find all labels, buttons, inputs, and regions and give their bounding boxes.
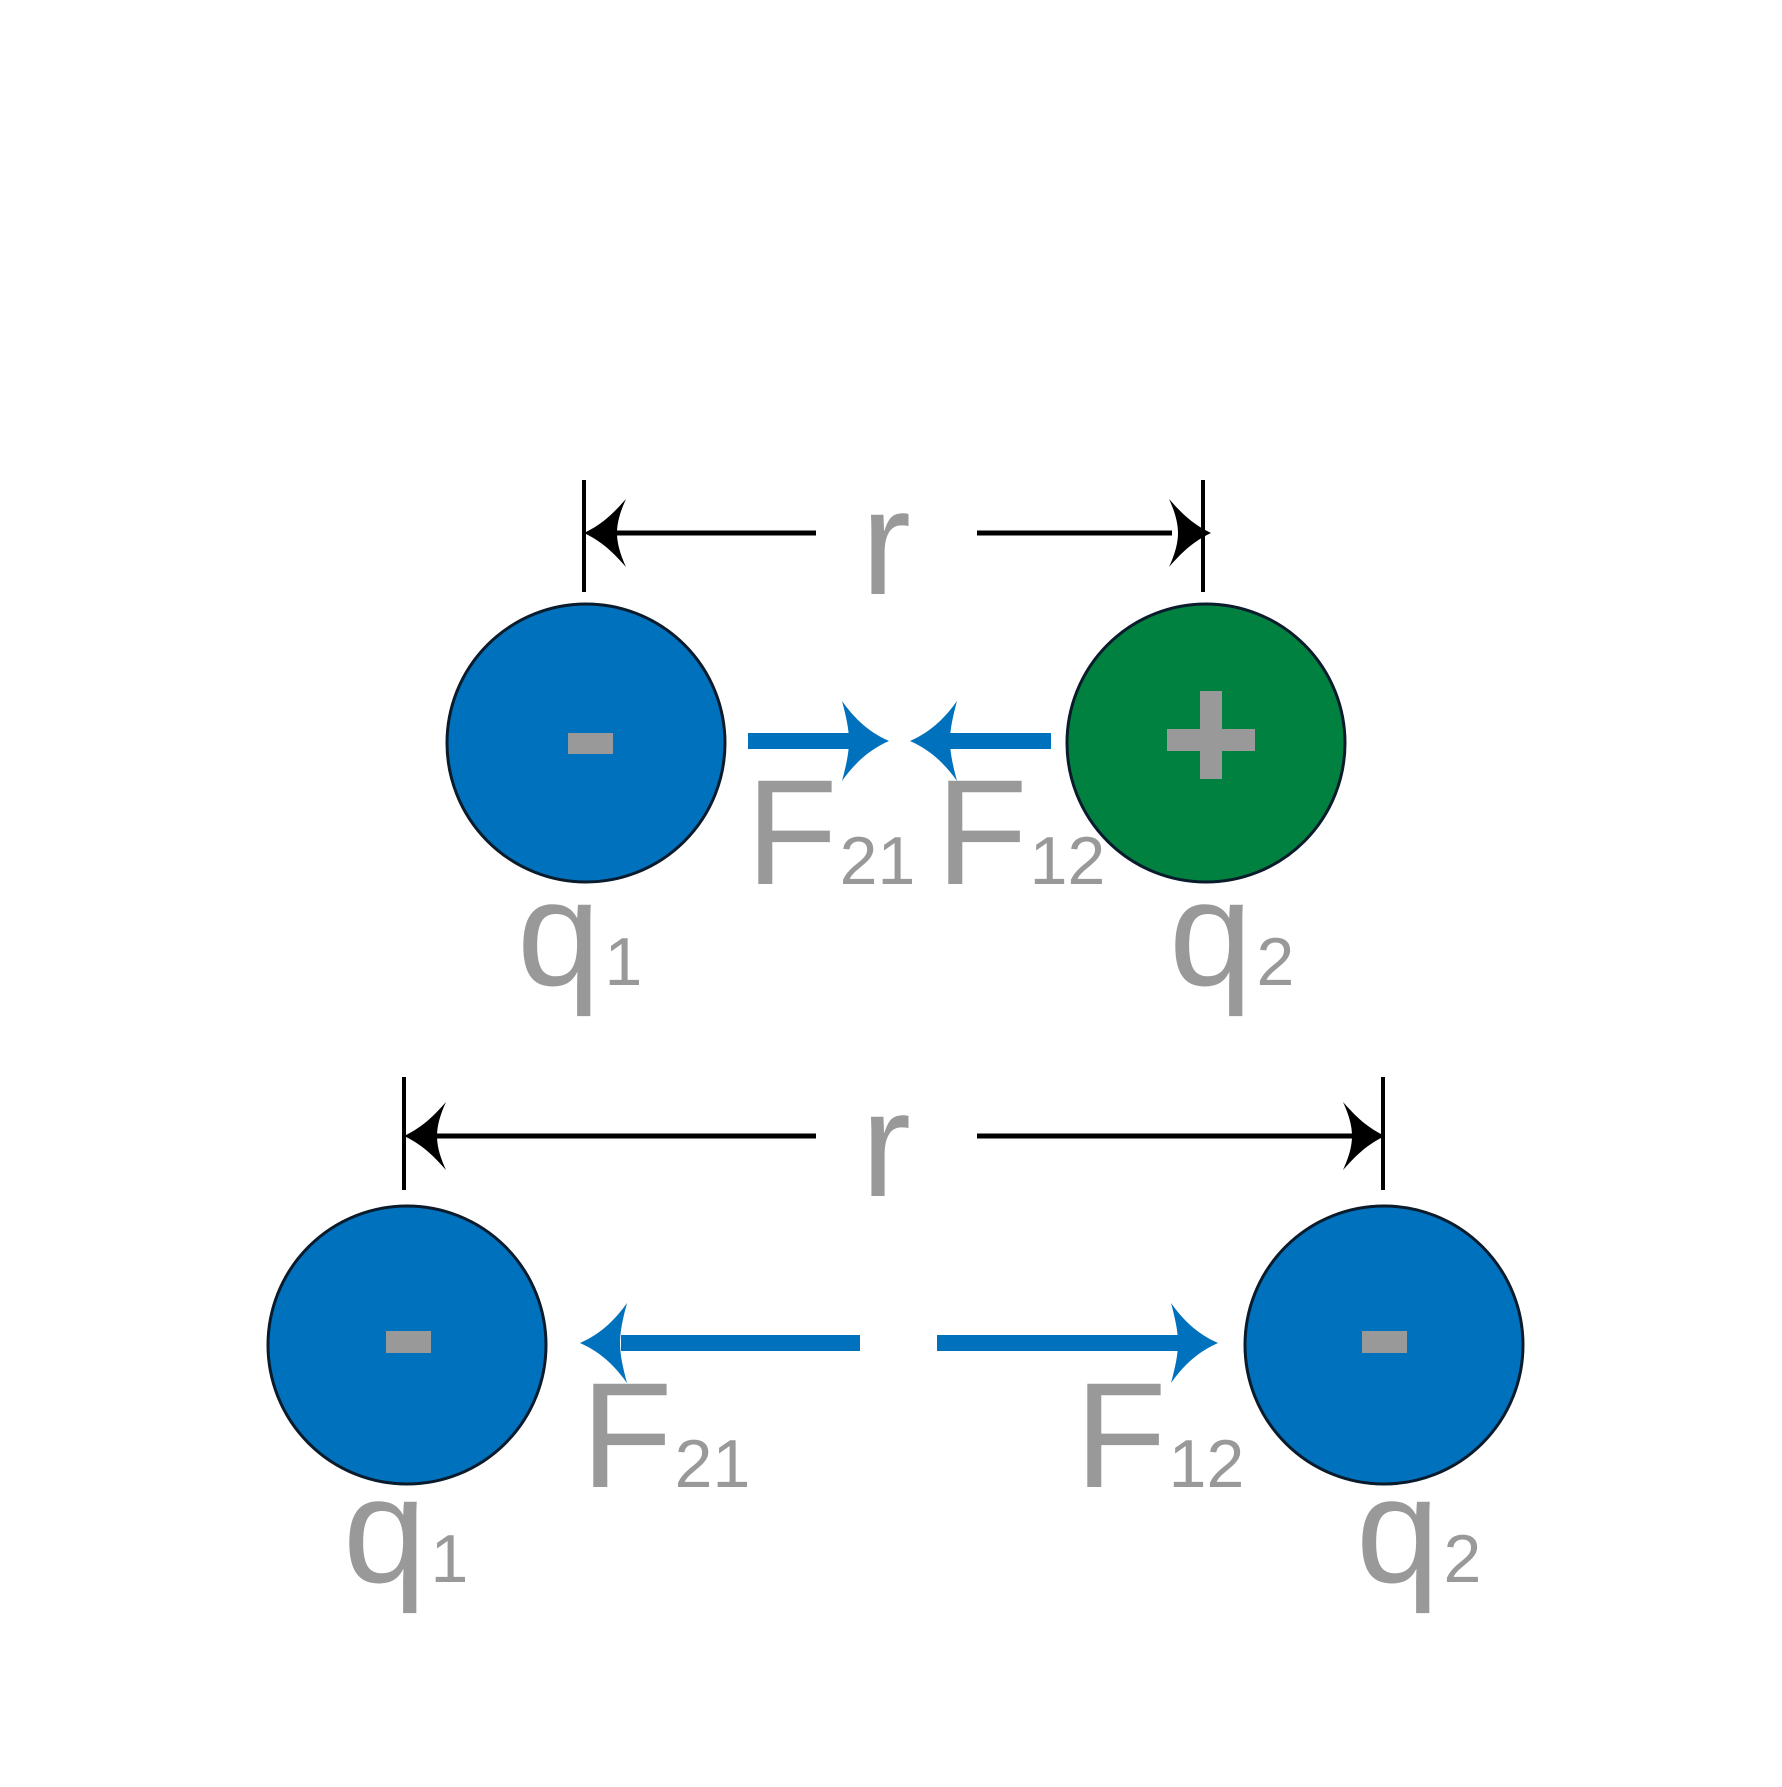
charge-label: q2 <box>1169 849 1294 1017</box>
minus-sign-icon <box>386 1331 431 1353</box>
force-arrowhead-icon <box>1171 1303 1218 1383</box>
arrowhead-right-icon <box>1169 499 1211 567</box>
arrowhead-left-icon <box>404 1102 446 1170</box>
force-label: F12 <box>936 748 1105 916</box>
force-arrowhead-icon <box>910 701 957 781</box>
repulsion-scenario: r q1 q2 F21 F12 <box>266 1060 1525 1614</box>
distance-label: r <box>861 1060 911 1228</box>
charge-q1-bottom: q1 <box>266 1204 548 1614</box>
plus-sign-icon <box>1200 691 1222 779</box>
force-arrow-f21-top: F21 <box>746 701 915 916</box>
force-label: F21 <box>581 1351 750 1519</box>
force-arrow-f12-top: F12 <box>910 701 1105 916</box>
force-label: F12 <box>1075 1351 1244 1519</box>
minus-sign-icon <box>1362 1331 1407 1353</box>
charge-label: q2 <box>1356 1446 1481 1614</box>
distance-indicator-top: r <box>582 458 1211 626</box>
force-arrow-f21-bottom: F21 <box>580 1303 860 1519</box>
force-label: F21 <box>746 748 915 916</box>
distance-indicator-bottom: r <box>402 1060 1385 1228</box>
force-arrowhead-icon <box>580 1303 627 1383</box>
force-arrow-f12-bottom: F12 <box>937 1303 1244 1519</box>
minus-sign-icon <box>568 733 613 754</box>
charge-q2-bottom: q2 <box>1243 1204 1525 1614</box>
charge-q1-top: q1 <box>445 602 727 1017</box>
arrowhead-right-icon <box>1343 1102 1385 1170</box>
arrowhead-left-icon <box>584 499 626 567</box>
force-arrowhead-icon <box>842 701 889 781</box>
charge-q2-top: q2 <box>1065 602 1347 1017</box>
charge-label: q1 <box>517 849 642 1017</box>
distance-label: r <box>861 458 911 626</box>
charge-label: q1 <box>343 1446 468 1614</box>
attraction-scenario: r q1 q2 F21 F12 <box>445 458 1347 1017</box>
